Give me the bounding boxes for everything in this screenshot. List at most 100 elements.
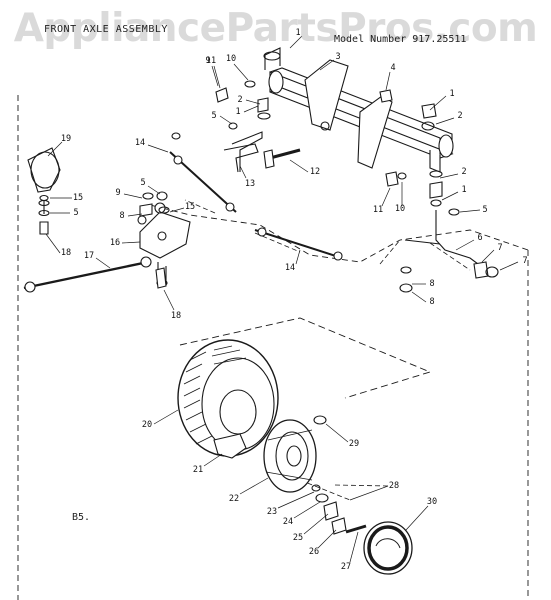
callout-5-c: 5 <box>140 178 146 188</box>
leader-line <box>163 289 175 311</box>
callout-11-b: 11 <box>372 205 384 215</box>
callout-9-a: 9 <box>115 188 121 198</box>
leader-line <box>147 144 169 153</box>
leader-line <box>295 249 301 265</box>
leader-line <box>153 409 179 425</box>
callout-13: 13 <box>244 179 256 189</box>
watermark: AppliancePartsPros.com <box>13 6 538 51</box>
callout-8-c: 8 <box>429 297 435 307</box>
leader-line <box>435 117 455 125</box>
leader-line <box>411 291 427 303</box>
leader-line <box>319 59 335 71</box>
leader-line <box>499 261 519 271</box>
page-reference: B5. <box>72 512 91 523</box>
callout-3: 3 <box>335 52 341 62</box>
leader-line <box>123 193 143 199</box>
leader-line <box>245 99 261 105</box>
leader-line <box>381 187 391 207</box>
spindle-left <box>231 47 281 172</box>
hubcap-30 <box>363 521 413 575</box>
leader-line <box>277 491 315 509</box>
leader-line <box>429 95 447 111</box>
callout-1-a: 1 <box>235 107 241 117</box>
callout-20: 20 <box>141 420 153 430</box>
callout-27: 27 <box>340 562 352 572</box>
leader-line <box>203 453 223 467</box>
wheel-rim-22 <box>263 419 317 493</box>
callout-12: 12 <box>309 167 321 177</box>
callout-19: 19 <box>60 134 72 144</box>
callout-8-a: 8 <box>429 279 435 289</box>
leader-line <box>289 159 309 173</box>
leader-line <box>439 173 459 179</box>
callout-10-b: 10 <box>394 204 406 214</box>
front-tire <box>177 339 279 457</box>
callout-14-b: 14 <box>284 263 296 273</box>
callout-8-b: 8 <box>119 211 125 221</box>
callout-15-a: 15 <box>72 193 84 203</box>
callout-11-a: 11 <box>205 56 217 66</box>
callout-14-a: 14 <box>134 138 146 148</box>
callout-28: 28 <box>388 481 400 491</box>
callout-2-c: 2 <box>461 167 467 177</box>
callout-18-b: 18 <box>170 311 182 321</box>
callout-5-a: 5 <box>211 111 217 121</box>
wheel-group-dashed-outline <box>179 317 432 399</box>
leader-dashed-lines <box>184 199 471 501</box>
leader-line <box>147 185 161 195</box>
leader-line <box>349 485 389 501</box>
callout-21: 21 <box>192 465 204 475</box>
diagram-title: FRONT AXLE ASSEMBLY <box>44 24 168 35</box>
callout-24: 24 <box>282 517 294 527</box>
leader-line <box>211 65 219 87</box>
callout-17: 17 <box>83 251 95 261</box>
callout-6: 6 <box>477 233 483 243</box>
callout-4: 4 <box>390 63 396 73</box>
callout-16: 16 <box>109 238 121 248</box>
callout-leader-lines <box>45 35 519 563</box>
callout-5-b: 5 <box>73 208 79 218</box>
leader-line <box>213 65 221 89</box>
leader-line <box>95 257 111 269</box>
bolt-12 <box>263 148 301 169</box>
callout-18-a: 18 <box>60 248 72 258</box>
leader-line <box>349 531 359 563</box>
leader-line <box>385 71 391 91</box>
leader-line <box>289 35 303 49</box>
leader-line <box>121 241 141 244</box>
leader-line <box>481 249 495 263</box>
callout-26: 26 <box>308 547 320 557</box>
drag-link <box>23 256 152 293</box>
callout-7-a: 7 <box>497 243 503 253</box>
leader-line <box>293 501 321 519</box>
leader-line <box>325 423 349 443</box>
leader-line <box>317 529 337 549</box>
callout-15-b: 15 <box>184 202 196 212</box>
tie-rod-left <box>169 151 237 213</box>
hardware-washers-nuts <box>39 80 499 293</box>
callout-7-b: 7 <box>522 256 528 266</box>
leader-line <box>127 213 143 217</box>
leader-line <box>303 513 329 535</box>
callout-1-c: 1 <box>461 185 467 195</box>
axle-hardware-23-27 <box>311 415 367 535</box>
leader-line <box>459 209 481 213</box>
callout-29: 29 <box>348 439 360 449</box>
leader-line <box>169 207 185 213</box>
callout-23: 23 <box>266 507 278 517</box>
callout-1-top: 1 <box>295 28 301 38</box>
callout-1-b: 1 <box>449 89 455 99</box>
leader-line <box>455 239 475 251</box>
wheel-bushing-21 <box>213 433 247 459</box>
steering-arm-left <box>27 147 61 235</box>
spindle-right <box>404 150 479 265</box>
callout-10-a: 10 <box>225 54 237 64</box>
leader-line <box>233 63 249 81</box>
callout-9-b: 9 <box>205 56 211 66</box>
bracket-13 <box>223 143 259 173</box>
callout-30: 30 <box>426 497 438 507</box>
callout-5-d: 5 <box>482 205 488 215</box>
leader-line <box>239 477 269 495</box>
